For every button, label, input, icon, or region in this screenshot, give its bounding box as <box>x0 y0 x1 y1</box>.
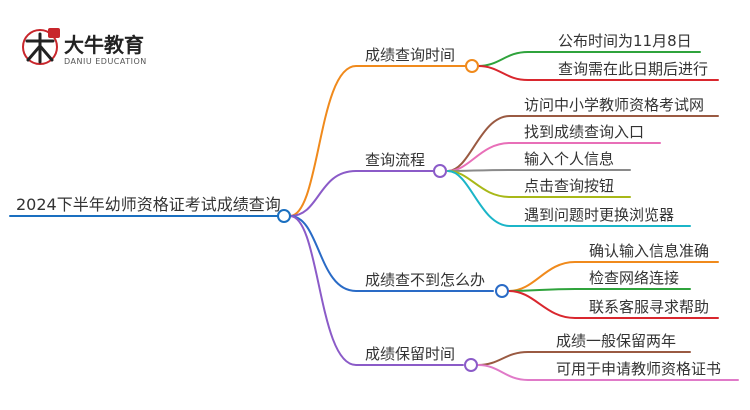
leaf-process-4: 点击查询按钮 <box>524 177 614 195</box>
connector-process-3 <box>447 169 631 172</box>
leaf-process-2: 找到成绩查询入口 <box>524 123 644 141</box>
connector-keep <box>289 215 464 366</box>
child-connectors <box>447 51 739 381</box>
branch-keep-label: 成绩保留时间 <box>365 345 455 363</box>
root-topic: 2024下半年幼师资格证考试成绩查询 <box>16 195 281 214</box>
connector-keep-2 <box>477 364 739 381</box>
help-node-toggle[interactable] <box>495 284 509 298</box>
branch-time-label: 成绩查询时间 <box>365 46 455 64</box>
connector-process-1 <box>447 115 719 172</box>
leaf-help-3: 联系客服寻求帮助 <box>589 298 709 316</box>
leaf-process-3: 输入个人信息 <box>524 150 614 168</box>
collapse-nodes <box>277 59 509 372</box>
keep-node-toggle[interactable] <box>464 358 478 372</box>
logo-mark-icon <box>22 28 60 65</box>
connector-help-3 <box>508 290 719 319</box>
branch-process-label: 查询流程 <box>365 151 425 169</box>
process-node-toggle[interactable] <box>433 164 447 178</box>
leaf-keep-2: 可用于申请教师资格证书 <box>556 360 721 378</box>
root-connectors <box>9 65 494 366</box>
connector-help-2 <box>508 288 691 292</box>
logo-subtitle: DANIU EDUCATION <box>64 57 147 66</box>
branch-help-label: 成绩查不到怎么办 <box>365 271 485 289</box>
leaf-keep-1: 成绩一般保留两年 <box>556 332 676 350</box>
connector-process <box>289 170 434 217</box>
leaf-time-2: 查询需在此日期后进行 <box>558 60 708 78</box>
leaf-help-2: 检查网络连接 <box>589 269 679 287</box>
connector-time-2 <box>477 65 719 81</box>
connector-help <box>289 215 494 292</box>
leaf-help-1: 确认输入信息准确 <box>589 242 709 260</box>
logo-title: 大牛教育 <box>64 33 144 57</box>
time-node-toggle[interactable] <box>465 59 479 73</box>
connector-process-2 <box>447 142 661 172</box>
connector-time <box>289 65 471 217</box>
root-node-toggle[interactable] <box>277 209 291 223</box>
leaf-process-1: 访问中小学教师资格考试网 <box>524 96 704 114</box>
connector-process-5 <box>447 170 691 227</box>
connector-help-1 <box>508 261 719 292</box>
leaf-time-1: 公布时间为11月8日 <box>558 32 692 50</box>
logo: 大牛教育 DANIU EDUCATION <box>22 28 147 66</box>
leaf-process-5: 遇到问题时更换浏览器 <box>524 206 674 224</box>
